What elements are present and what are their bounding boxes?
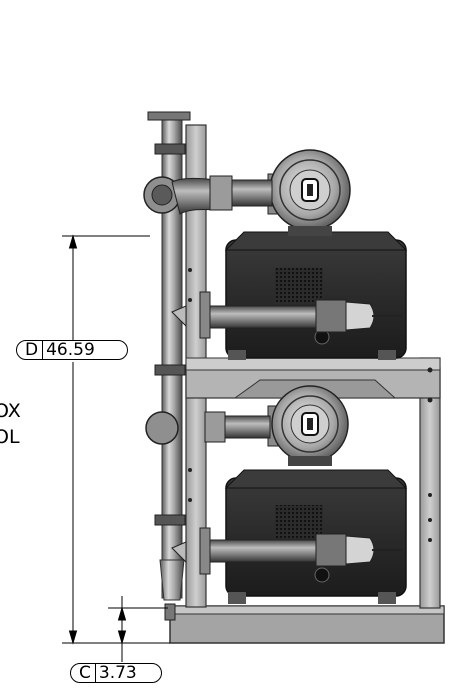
dimension-c-value: 3.73 xyxy=(98,663,137,683)
side-note-line1: OX xyxy=(0,400,21,422)
side-note-line2: OL xyxy=(0,426,20,448)
upper-elbow xyxy=(143,175,273,215)
dimension-d-letter: D xyxy=(17,340,44,360)
lower-motor xyxy=(267,385,349,466)
base-skid xyxy=(164,603,445,644)
frame xyxy=(185,124,441,609)
dimension-c-letter: C xyxy=(71,663,96,683)
side-note: OX OL xyxy=(0,398,21,450)
dimension-c-lines xyxy=(108,596,168,662)
dimension-c-tag: C 3.73 xyxy=(70,663,162,683)
upper-motor xyxy=(267,149,351,236)
manifold-pipe xyxy=(147,111,191,601)
upper-blower xyxy=(224,231,408,360)
dimension-d-lines xyxy=(62,234,170,645)
lower-discharge xyxy=(171,527,402,575)
lower-elbow xyxy=(145,411,271,445)
dimension-d-value: 46.59 xyxy=(46,340,95,360)
upper-discharge xyxy=(171,291,402,339)
dimension-d-tag: D 46.59 xyxy=(16,340,128,360)
